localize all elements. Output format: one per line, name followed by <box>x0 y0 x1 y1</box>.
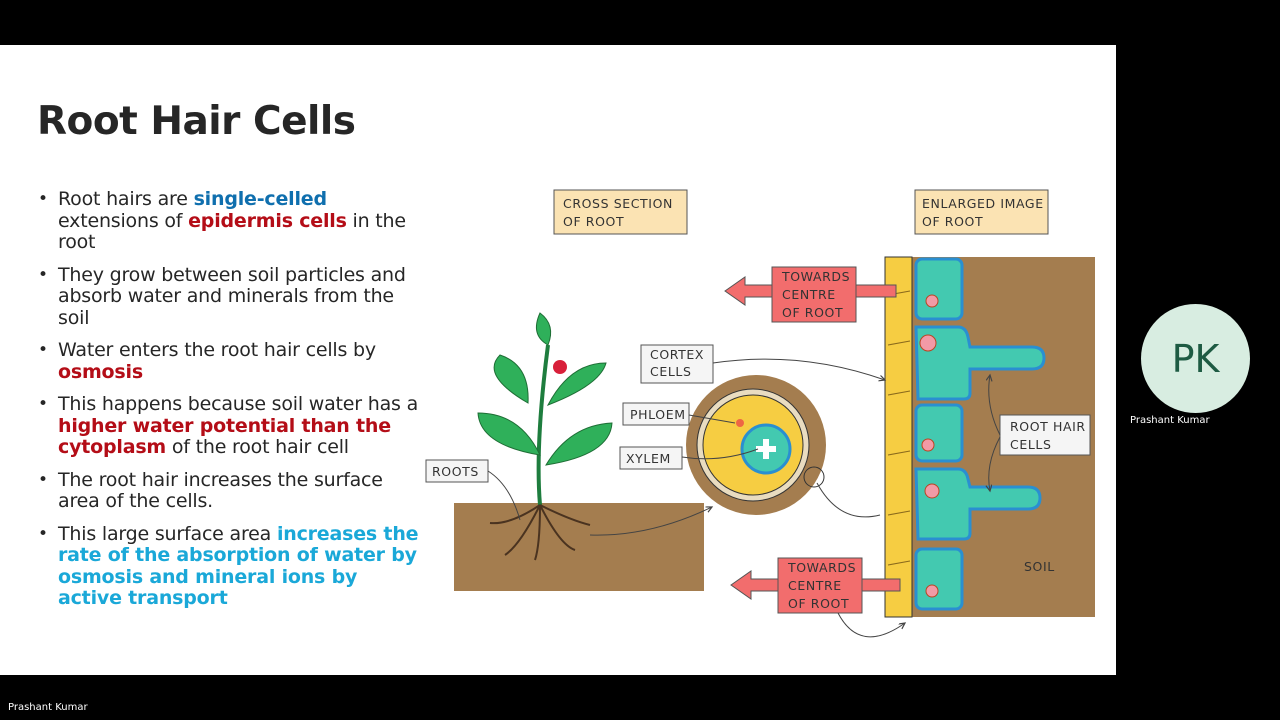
presenter-name: Prashant Kumar <box>1130 415 1210 426</box>
bullet-item: • This happens because soil water has a h… <box>36 393 426 459</box>
bullet-text: Water enters the root hair cells by <box>58 339 376 361</box>
root-hair-line-2: CELLS <box>1010 437 1052 452</box>
cross-section-label: CROSS SECTION OF ROOT <box>553 189 688 235</box>
cortex-line-2: CELLS <box>650 364 692 379</box>
cross-section-line-1: CROSS SECTION <box>563 196 673 211</box>
highlighted-text: increases the rate of the absorption of … <box>58 522 419 609</box>
root-cell <box>914 547 964 611</box>
cortex-label: CORTEX CELLS <box>640 344 885 384</box>
towards-top-line-2: CENTRE <box>782 287 836 302</box>
highlighted-text: epidermis cells <box>188 209 347 232</box>
bullet-dot: • <box>38 340 48 360</box>
enlarged-line-1: ENLARGED IMAGE <box>922 196 1044 211</box>
bullet-text: They grow between soil particles and abs… <box>58 263 406 329</box>
bullet-dot: • <box>38 394 48 414</box>
towards-centre-bottom-arrow: TOWARDS CENTRE OF ROOT <box>730 557 905 638</box>
bullet-item: • Water enters the root hair cells by osm… <box>36 339 426 383</box>
towards-top-line-1: TOWARDS <box>781 269 850 284</box>
highlighted-text: osmosis <box>58 360 143 383</box>
bullet-text: This happens because soil water has a <box>58 393 419 415</box>
soil-label: SOIL <box>1024 559 1055 574</box>
root-cross-section <box>686 375 881 518</box>
phloem-text: PHLOEM <box>630 407 686 422</box>
bullet-text: Root hairs are <box>58 188 194 210</box>
cross-section-line-2: OF ROOT <box>563 214 624 229</box>
bullet-dot: • <box>38 264 48 285</box>
towards-bottom-line-3: OF ROOT <box>788 596 849 611</box>
towards-top-line-3: OF ROOT <box>782 305 843 320</box>
bullet-item: • Root hairs are single-celled extensions… <box>36 188 426 254</box>
root-cell <box>914 257 964 321</box>
xylem-label: XYLEM <box>619 446 759 470</box>
bullet-item: • This large surface area increases the r… <box>36 522 426 610</box>
presenter-initials: PK <box>1171 336 1220 381</box>
bullet-dot: • <box>38 469 48 490</box>
phloem-label: PHLOEM <box>622 402 736 426</box>
bullet-text: of the root hair cell <box>166 436 349 458</box>
root-hair-label: ROOT HAIR CELLS <box>989 375 1091 491</box>
root-hair-diagram: CROSS SECTION OF ROOT ENLARGED IMAGE OF … <box>425 189 1095 638</box>
slide-title: Root Hair Cells <box>37 99 356 144</box>
bullet-text: extensions of <box>58 209 189 232</box>
roots-label: ROOTS <box>425 459 521 521</box>
enlarged-line-2: OF ROOT <box>922 214 983 229</box>
bullet-dot: • <box>38 189 48 209</box>
towards-centre-top-arrow: TOWARDS CENTRE OF ROOT <box>724 266 897 323</box>
highlighted-text: higher water potential than the cytoplas… <box>58 414 391 458</box>
bullet-text: This large surface area <box>58 522 277 545</box>
towards-bottom-line-1: TOWARDS <box>787 560 856 575</box>
roots-text: ROOTS <box>432 464 479 479</box>
plant-illustration <box>454 312 712 591</box>
towards-bottom-line-2: CENTRE <box>788 578 842 593</box>
root-hair-line-1: ROOT HAIR <box>1010 419 1086 434</box>
enlarged-image-label: ENLARGED IMAGE OF ROOT <box>914 189 1049 235</box>
bullet-item: • The root hair increases the surface are… <box>36 468 426 513</box>
root-hair-cell <box>914 325 1046 401</box>
root-hair-cell <box>914 467 1042 541</box>
root-cell <box>914 403 964 463</box>
highlighted-text: single-celled <box>193 188 327 210</box>
presenter-avatar: PK <box>1141 304 1250 413</box>
footer-participant-name: Prashant Kumar <box>8 702 88 713</box>
bullet-list: • Root hairs are single-celled extensions… <box>36 188 426 621</box>
cortex-line-1: CORTEX <box>650 347 704 362</box>
xylem-text: XYLEM <box>626 451 671 466</box>
bullet-item: • They grow between soil particles and ab… <box>36 263 426 330</box>
bullet-dot: • <box>38 523 48 544</box>
slide: Root Hair Cells • Root hairs are single-c… <box>0 45 1116 675</box>
bullet-text: The root hair increases the surface area… <box>58 468 383 512</box>
bullet-text: in the root <box>58 209 406 253</box>
